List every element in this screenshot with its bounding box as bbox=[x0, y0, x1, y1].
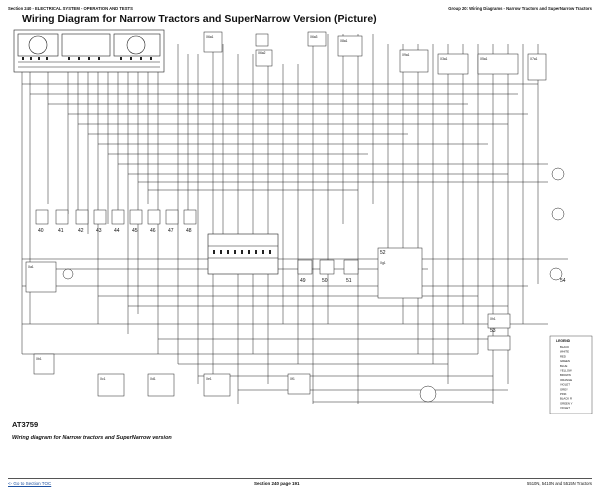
connector-label: X6a2 bbox=[258, 51, 266, 55]
component-number: 40 bbox=[38, 228, 44, 234]
legend-box bbox=[549, 335, 593, 415]
connector-label: X6a3 bbox=[310, 35, 318, 39]
component-number: 43 bbox=[96, 228, 102, 234]
tractor-models: 5510N, 5410N and 5515N Tractors bbox=[527, 481, 592, 486]
figure-caption: Wiring diagram for Narrow tractors and S… bbox=[12, 435, 172, 441]
page-title: Wiring Diagram for Narrow Tractors and S… bbox=[22, 13, 377, 25]
component-number: 46 bbox=[150, 228, 156, 234]
header-group-label: Group 20: Wiring Diagrams - Narrow Tract… bbox=[448, 6, 592, 11]
toc-link[interactable]: <- Go to Section TOC bbox=[8, 481, 52, 486]
legend-item: VIOLET bbox=[560, 406, 570, 410]
component-number: 48 bbox=[186, 228, 192, 234]
legend-item: YELLOW bbox=[560, 369, 572, 373]
legend-item: WHITE bbox=[560, 350, 569, 354]
connector-label: Xf1 bbox=[290, 377, 295, 381]
legend-item: BLACK bbox=[560, 345, 569, 349]
header-section-label: Section 240 - ELECTRICAL SYSTEM - OPERAT… bbox=[8, 6, 133, 11]
connector-label: Xe1 bbox=[206, 377, 212, 381]
connector-label: X5a1 bbox=[480, 57, 488, 61]
connector-label: X8a1 bbox=[340, 39, 348, 43]
connector-label: Xd1 bbox=[150, 377, 156, 381]
component-number: 49 bbox=[300, 278, 306, 284]
figure-id: AT3759 bbox=[12, 420, 39, 429]
legend-item: PINK bbox=[560, 392, 567, 396]
right-components bbox=[297, 167, 565, 403]
legend-item: BLACK R bbox=[560, 397, 572, 401]
legend-item: VIOLET bbox=[560, 383, 570, 387]
horizontal-wires bbox=[22, 83, 568, 403]
legend-item: RED bbox=[560, 354, 566, 358]
legend-items: LEGEND BLACKWHITEREDGREENBLUEYELLOWBROWNO… bbox=[556, 339, 573, 410]
cluster-pins bbox=[22, 57, 152, 60]
component-number: 54 bbox=[560, 278, 566, 284]
connector-label: X9a1 bbox=[402, 53, 410, 57]
legend-item: GREEN bbox=[560, 359, 570, 363]
connector-label: X6a1 bbox=[206, 35, 214, 39]
connector-label: Xb1 bbox=[36, 357, 42, 361]
left-components bbox=[25, 261, 311, 397]
connector-label: Xh1 bbox=[490, 317, 496, 321]
footer-divider bbox=[8, 478, 592, 479]
connector-label: Xa1 bbox=[28, 265, 34, 269]
legend-title: LEGEND bbox=[556, 339, 571, 343]
legend-item: GREY bbox=[560, 387, 568, 391]
component-number: 47 bbox=[168, 228, 174, 234]
connector-label: X3a1 bbox=[440, 57, 448, 61]
instrument-cluster bbox=[13, 29, 165, 73]
component-number: 44 bbox=[114, 228, 120, 234]
legend-item: ORANGE bbox=[560, 378, 572, 382]
top-connectors bbox=[203, 31, 547, 81]
wiring-diagram-svg: LEGEND BLACKWHITEREDGREENBLUEYELLOWBROWNO… bbox=[13, 29, 593, 415]
legend-item: BLUE bbox=[560, 364, 567, 368]
page-number: Section 240 page 191 bbox=[254, 481, 300, 486]
legend-item: BROWN bbox=[560, 373, 571, 377]
component-number: 50 bbox=[322, 278, 328, 284]
component-number: 41 bbox=[58, 228, 64, 234]
component-number: 51 bbox=[346, 278, 352, 284]
legend-item: GREEN Y bbox=[560, 401, 573, 405]
connector-label: Xc1 bbox=[100, 377, 106, 381]
component-number: 53 bbox=[490, 328, 496, 334]
relay-row bbox=[35, 209, 197, 225]
component-number: 42 bbox=[78, 228, 84, 234]
component-number: 52 bbox=[380, 250, 386, 256]
component-number: 45 bbox=[132, 228, 138, 234]
junction-pins bbox=[213, 250, 271, 254]
connector-label: Xg1 bbox=[380, 261, 386, 265]
connector-label: X7a1 bbox=[530, 57, 538, 61]
component-numbers: 40 41 42 43 44 45 46 47 48 49 50 51 52 53 54 bbox=[38, 228, 566, 334]
